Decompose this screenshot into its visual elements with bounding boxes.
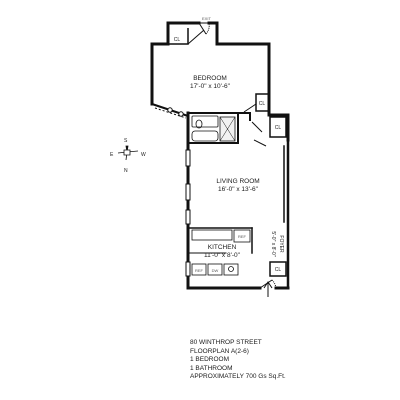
compass-n: N xyxy=(124,168,128,174)
kitchen-dims: 11'-0" x 8'-0" xyxy=(204,252,241,259)
property-info: 80 WINTHROP STREET FLOORPLAN A(2-6) 1 BE… xyxy=(190,339,286,382)
hall-doors xyxy=(243,103,267,147)
living-room-dims: 16'-0" x 13'-6" xyxy=(218,186,259,193)
compass-icon xyxy=(117,145,139,161)
bedroom-closet-right xyxy=(255,93,270,112)
bedroom-closet xyxy=(168,28,205,45)
walls xyxy=(150,21,290,290)
bathroom-count: 1 BATHROOM xyxy=(190,364,233,372)
bathroom-fixtures xyxy=(191,115,236,142)
compass-e: E xyxy=(110,152,114,158)
closet-label: CL xyxy=(275,125,282,131)
foyer-dims: 5'-0" x 8'-0" xyxy=(270,231,276,256)
foyer-name: FOYER xyxy=(278,235,284,253)
kitchen-fixtures xyxy=(191,229,251,276)
closet-label: CL xyxy=(275,267,282,273)
hall-closet xyxy=(269,116,287,138)
compass-w: W xyxy=(141,152,146,158)
area: APPROXIMATELY 700 Gs Sq.Ft. xyxy=(190,373,286,380)
floorplan-id: FLOORPLAN A(2-6) xyxy=(190,347,249,355)
exit-door xyxy=(198,22,210,35)
bedroom-name: BEDROOM xyxy=(193,75,227,82)
living-room-name: LIVING ROOM xyxy=(216,178,259,185)
foyer-closet xyxy=(269,261,287,277)
exit-label: EXIT xyxy=(202,16,211,21)
windows xyxy=(185,149,191,277)
dw-label: DW xyxy=(212,268,219,273)
ref-label: REF xyxy=(238,234,247,239)
closet-label: CL xyxy=(174,37,181,43)
entry-door xyxy=(259,279,277,289)
compass-s: S xyxy=(124,138,128,144)
ref-label: REF xyxy=(195,268,204,273)
entry-arrow-icon xyxy=(263,281,273,297)
address: 80 WINTHROP STREET xyxy=(190,339,262,346)
bedroom-count: 1 BEDROOM xyxy=(190,356,230,363)
kitchen-name: KITCHEN xyxy=(208,244,237,251)
bay-window xyxy=(151,103,189,119)
closet-label: CL xyxy=(259,101,266,107)
bedroom-dims: 17'-0" x 10'-6" xyxy=(190,83,231,90)
